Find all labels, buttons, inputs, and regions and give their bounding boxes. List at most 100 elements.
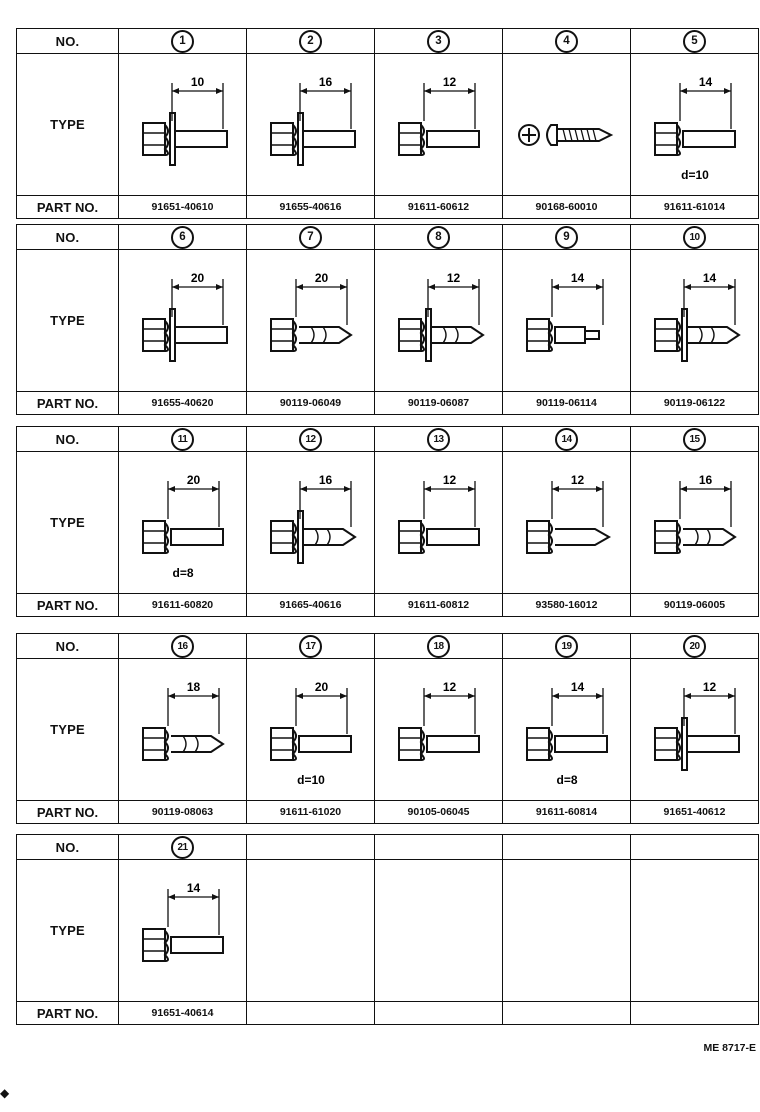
type-cell: [246, 859, 375, 1002]
part-no-header: PART NO.: [16, 593, 119, 617]
item-number: 4: [555, 30, 578, 53]
item-number-cell: 20: [630, 633, 759, 659]
part-number-cell: 90119-06049: [246, 391, 375, 415]
part-number-cell: 91611-61014: [630, 195, 759, 219]
bolt-diagram-2: 16: [269, 75, 356, 166]
type-header: TYPE: [16, 859, 119, 1002]
diameter-label: d=8: [172, 566, 193, 580]
part-number: 93580-16012: [535, 599, 598, 611]
part-number: 90105-06045: [407, 806, 470, 818]
part-number: 90119-06049: [279, 397, 342, 409]
dimension-label: 14: [570, 680, 584, 694]
item-number: 17: [299, 635, 322, 658]
dimension-label: 12: [442, 680, 456, 694]
no-header: NO.: [16, 834, 119, 860]
item-number-cell: [502, 834, 631, 860]
part-number-cell: 90168-60010: [502, 195, 631, 219]
diameter-label: d=10: [681, 168, 709, 182]
dimension-label: 14: [186, 881, 200, 895]
item-number-cell: 9: [502, 224, 631, 250]
dimension-label: 14: [702, 271, 716, 285]
dimension-label: 12: [442, 473, 456, 487]
dimension-label: 12: [442, 75, 456, 89]
item-number-cell: 1: [118, 28, 247, 54]
type-cell: 14: [118, 859, 247, 1002]
no-header: NO.: [16, 224, 119, 250]
type-cell: 16: [630, 451, 759, 594]
bolt-diagram-16: 18: [141, 680, 225, 761]
item-number-cell: 21: [118, 834, 247, 860]
bolt-diagram-11: 20d=8: [141, 473, 224, 580]
type-cell: 14: [630, 249, 759, 392]
dimension-label: 20: [314, 680, 328, 694]
part-number: 91651-40614: [151, 1007, 214, 1019]
item-number-cell: 6: [118, 224, 247, 250]
item-number-cell: 16: [118, 633, 247, 659]
page-mark: ◆: [0, 1086, 10, 1100]
item-number-cell: 13: [374, 426, 503, 452]
no-header: NO.: [16, 426, 119, 452]
item-number: 7: [299, 226, 322, 249]
part-number: 91611-61014: [663, 201, 726, 213]
item-number-cell: [630, 834, 759, 860]
bolt-diagram-13: 12: [397, 473, 480, 554]
bolt-diagram-4: [517, 123, 613, 146]
part-number: 91655-40620: [151, 397, 214, 409]
type-cell: 20: [118, 249, 247, 392]
part-number-cell: 90119-06087: [374, 391, 503, 415]
part-number: 90168-60010: [535, 201, 598, 213]
part-number-cell: [630, 1001, 759, 1025]
item-number: 8: [427, 226, 450, 249]
type-header: TYPE: [16, 249, 119, 392]
type-cell: 18: [118, 658, 247, 801]
part-no-header: PART NO.: [16, 800, 119, 824]
item-number: 12: [299, 428, 322, 451]
part-number: 91611-61020: [279, 806, 342, 818]
dimension-label: 16: [318, 75, 332, 89]
type-cell: [502, 53, 631, 196]
part-number-cell: [374, 1001, 503, 1025]
item-number: 6: [171, 226, 194, 249]
item-number: 3: [427, 30, 450, 53]
bolt-diagram-5: 14d=10: [653, 75, 736, 182]
type-header: TYPE: [16, 658, 119, 801]
dimension-label: 16: [318, 473, 332, 487]
part-number-cell: 90119-06114: [502, 391, 631, 415]
type-cell: 14: [502, 249, 631, 392]
bolt-diagram-17: 20 d=10: [269, 680, 352, 787]
type-cell: 12: [630, 658, 759, 801]
diameter-label: d=10: [297, 773, 325, 787]
part-no-header: PART NO.: [16, 195, 119, 219]
bolt-diagram-20: 12: [653, 680, 740, 771]
dimension-label: 12: [446, 271, 460, 285]
bolt-diagram-15: 16: [653, 473, 737, 554]
dimension-label: 16: [698, 473, 712, 487]
bolt-diagram-12: 16: [269, 473, 357, 564]
bolt-diagram-21: 14: [141, 881, 224, 962]
item-number: 18: [427, 635, 450, 658]
diameter-label: d=8: [556, 773, 577, 787]
type-cell: 14 d=8: [502, 658, 631, 801]
part-number-cell: 91611-61020: [246, 800, 375, 824]
item-number-cell: 17: [246, 633, 375, 659]
item-number: 21: [171, 836, 194, 859]
type-cell: 12: [374, 451, 503, 594]
part-number: 91651-40612: [663, 806, 726, 818]
item-number: 5: [683, 30, 706, 53]
item-number-cell: [246, 834, 375, 860]
part-number: 90119-08063: [151, 806, 214, 818]
type-cell: 12: [374, 53, 503, 196]
item-number: 1: [171, 30, 194, 53]
item-number-cell: 12: [246, 426, 375, 452]
bolt-diagram-10: 14: [653, 271, 741, 362]
bolt-diagram-1: 10: [141, 75, 228, 166]
item-number-cell: 11: [118, 426, 247, 452]
part-number-cell: 90119-06122: [630, 391, 759, 415]
part-number: 90119-06087: [407, 397, 470, 409]
item-number: 10: [683, 226, 706, 249]
part-number: 91611-60814: [535, 806, 598, 818]
